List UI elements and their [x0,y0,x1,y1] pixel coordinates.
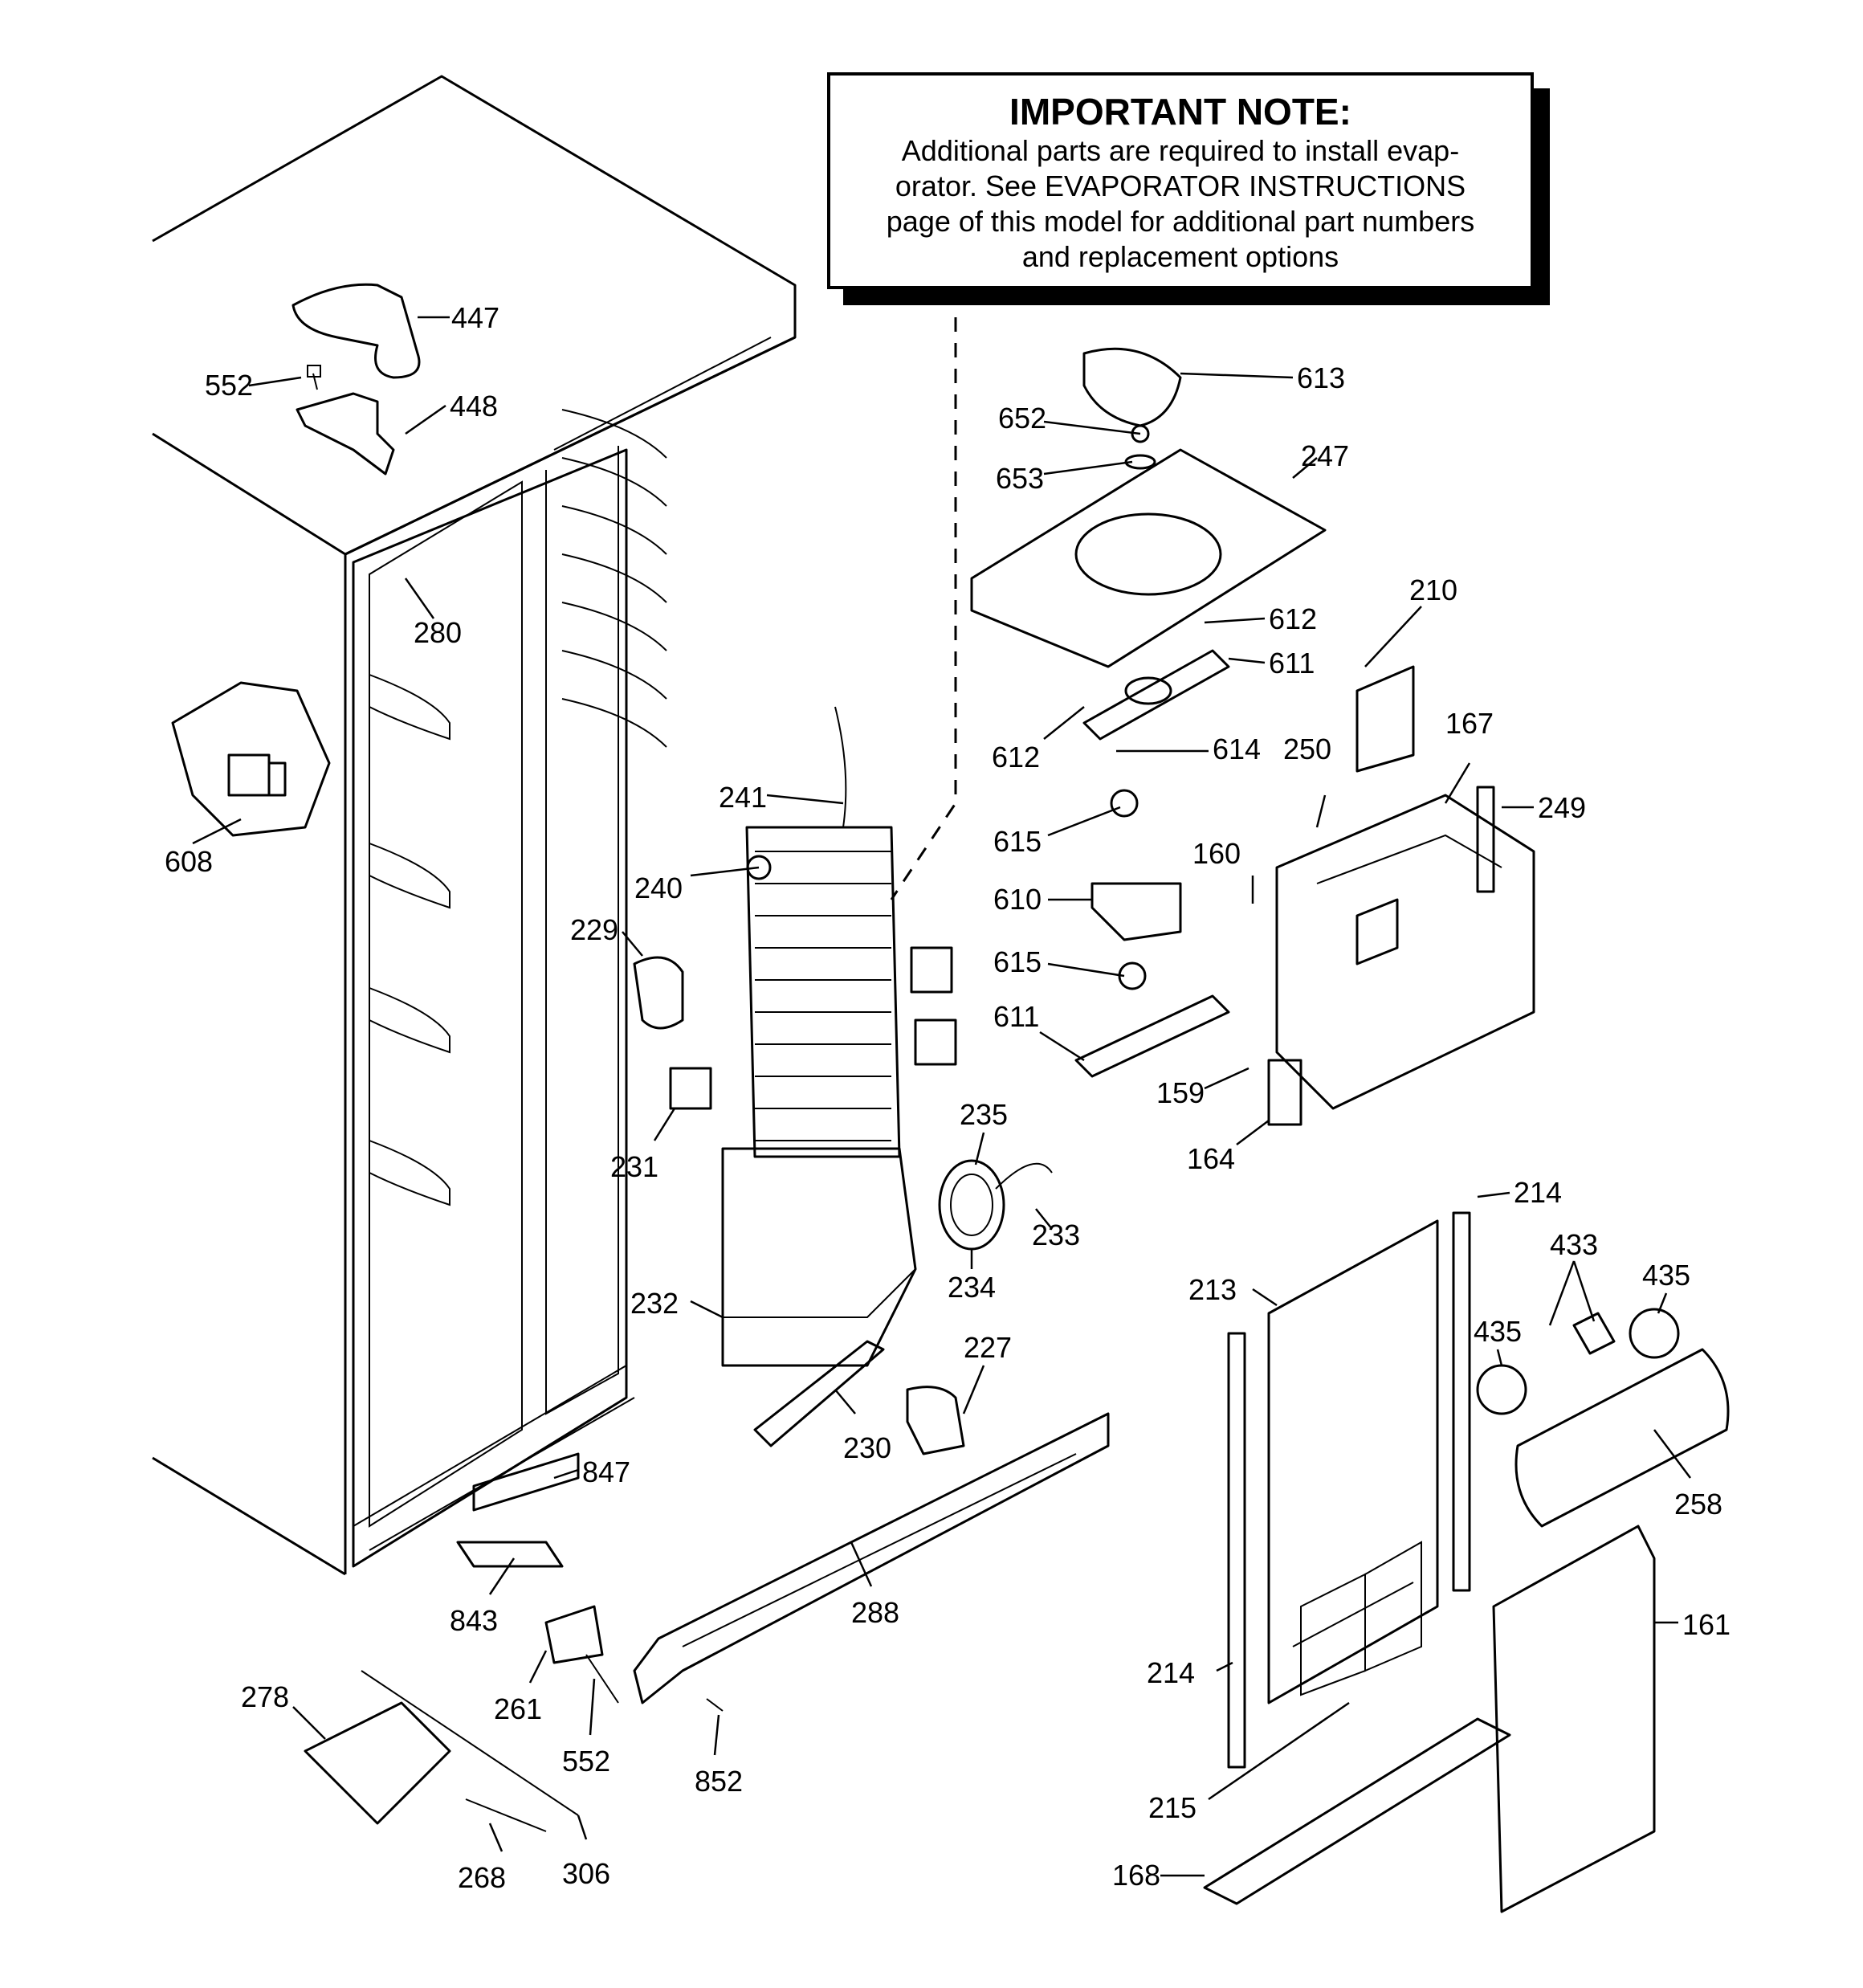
note-line: Additional parts are required to install… [901,134,1460,167]
label-448: 448 [450,390,498,423]
hardware [304,1452,724,1832]
fan-shroud [970,347,1327,668]
label-435-right: 435 [1642,1259,1690,1292]
label-652: 652 [998,402,1046,435]
label-164: 164 [1187,1142,1235,1175]
label-161: 161 [1682,1608,1731,1641]
part-labels: 447 552 448 280 608 613 652 653 247 612 … [165,301,1731,1894]
label-447: 447 [451,301,499,334]
label-214-upper: 214 [1514,1176,1562,1209]
label-210: 210 [1409,574,1457,606]
label-613: 613 [1297,361,1345,394]
label-233: 233 [1032,1219,1080,1251]
label-249: 249 [1538,791,1586,824]
label-280: 280 [414,616,462,649]
label-433: 433 [1550,1228,1598,1261]
label-234: 234 [948,1271,996,1304]
note-line: and replacement options [1021,240,1339,273]
label-278: 278 [241,1680,289,1713]
kickplate [1203,1525,1656,1913]
dashed-reference-line [890,317,957,900]
label-214-lower: 214 [1147,1656,1195,1689]
label-229: 229 [570,913,618,946]
label-230: 230 [843,1431,891,1464]
drain-trough [753,1340,965,1455]
note-title: IMPORTANT NOTE: [1009,91,1351,133]
label-213: 213 [1188,1273,1237,1306]
label-852: 852 [695,1765,743,1798]
label-231: 231 [610,1150,658,1183]
note-line: page of this model for additional part n… [886,205,1475,238]
top-hinge-cover [291,283,421,476]
label-168: 168 [1112,1859,1160,1892]
label-215: 215 [1148,1791,1196,1824]
label-241: 241 [719,781,767,814]
label-435-left: 435 [1474,1315,1522,1348]
label-227: 227 [964,1331,1012,1364]
label-240: 240 [634,872,683,904]
important-note-box: IMPORTANT NOTE: Additional parts are req… [827,72,1534,289]
label-611-upper: 611 [1269,647,1315,680]
label-612-upper: 612 [1269,602,1317,635]
evaporator-cover [721,1147,917,1367]
label-614: 614 [1213,733,1261,765]
leader-lines [192,316,1691,1877]
label-612-lower: 612 [992,741,1040,774]
label-615-upper: 615 [993,825,1042,858]
label-552-bottom: 552 [562,1745,610,1778]
label-611-lower: 611 [993,1000,1039,1033]
label-160: 160 [1192,837,1241,870]
cabinet [152,75,797,1576]
label-167: 167 [1445,707,1494,740]
evaporator-assembly [745,706,901,1158]
label-610: 610 [993,883,1042,916]
freezer-duct [1267,665,1535,1126]
label-159: 159 [1156,1076,1205,1109]
note-line: orator. See EVAPORATOR INSTRUCTIONS [895,169,1466,202]
label-608: 608 [165,845,213,878]
insulation-pieces [633,946,957,1110]
label-261: 261 [494,1692,542,1725]
label-615-lower: 615 [993,945,1042,978]
label-306: 306 [562,1857,610,1890]
label-247: 247 [1301,439,1349,472]
label-288: 288 [851,1596,899,1629]
label-268: 268 [458,1861,506,1894]
label-653: 653 [996,462,1044,495]
switch-detail [171,681,331,837]
label-258: 258 [1674,1488,1722,1521]
label-250: 250 [1283,733,1331,765]
label-847: 847 [582,1455,630,1488]
label-232: 232 [630,1287,679,1320]
access-panel [1227,1211,1471,1769]
label-552-top: 552 [205,369,253,402]
bottom-duct [633,1412,1110,1704]
fan-motor [1074,649,1230,1078]
label-843: 843 [450,1604,498,1637]
label-235: 235 [960,1098,1008,1131]
